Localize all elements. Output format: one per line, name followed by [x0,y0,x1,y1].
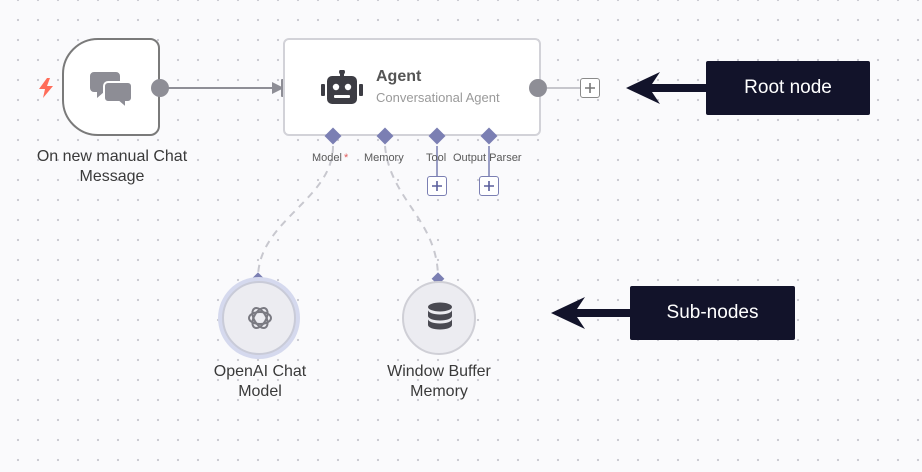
memory-node-label: Window Buffer Memory [387,363,491,400]
root-callout-arrow [626,72,708,104]
robot-icon [321,69,363,111]
tool-connector-label: Tool [426,152,447,164]
trigger-output-handle[interactable] [151,79,169,97]
trigger-node[interactable] [62,38,160,136]
memory-connection-line [384,145,439,279]
agent-output-handle[interactable] [529,79,547,97]
window-buffer-memory-node[interactable] [402,281,476,355]
add-output-parser-button[interactable] [479,176,499,196]
add-node-button[interactable] [580,78,600,98]
openai-chat-model-node[interactable] [222,281,296,355]
output-parser-connector-handle[interactable] [480,127,498,145]
openai-node-label: OpenAI Chat Model [213,363,307,400]
agent-node-title: Agent [376,68,422,85]
agent-node-subtitle: Conversational Agent [376,90,500,105]
add-tool-button[interactable] [427,176,447,196]
chat-bubbles-icon [90,68,134,113]
database-icon [427,302,453,339]
model-connection-line [257,145,334,279]
tool-connector-handle[interactable] [428,127,446,145]
memory-connector-handle[interactable] [376,127,394,145]
root-node-callout: Root node [706,61,870,115]
trigger-node-label: On new manual Chat Message [36,148,188,185]
required-asterisk: * [343,152,349,164]
sub-nodes-callout: Sub-nodes [630,286,795,340]
openai-icon [245,303,275,338]
model-connector-handle[interactable] [324,127,342,145]
lightning-icon [38,78,54,103]
output-parser-connector-label: Output Parser [453,152,522,164]
connection-arrowhead [272,82,284,94]
model-connector-label: Model* [312,152,349,164]
sub-callout-arrow [551,297,632,329]
memory-connector-label: Memory [364,152,404,164]
agent-node[interactable] [283,38,541,136]
